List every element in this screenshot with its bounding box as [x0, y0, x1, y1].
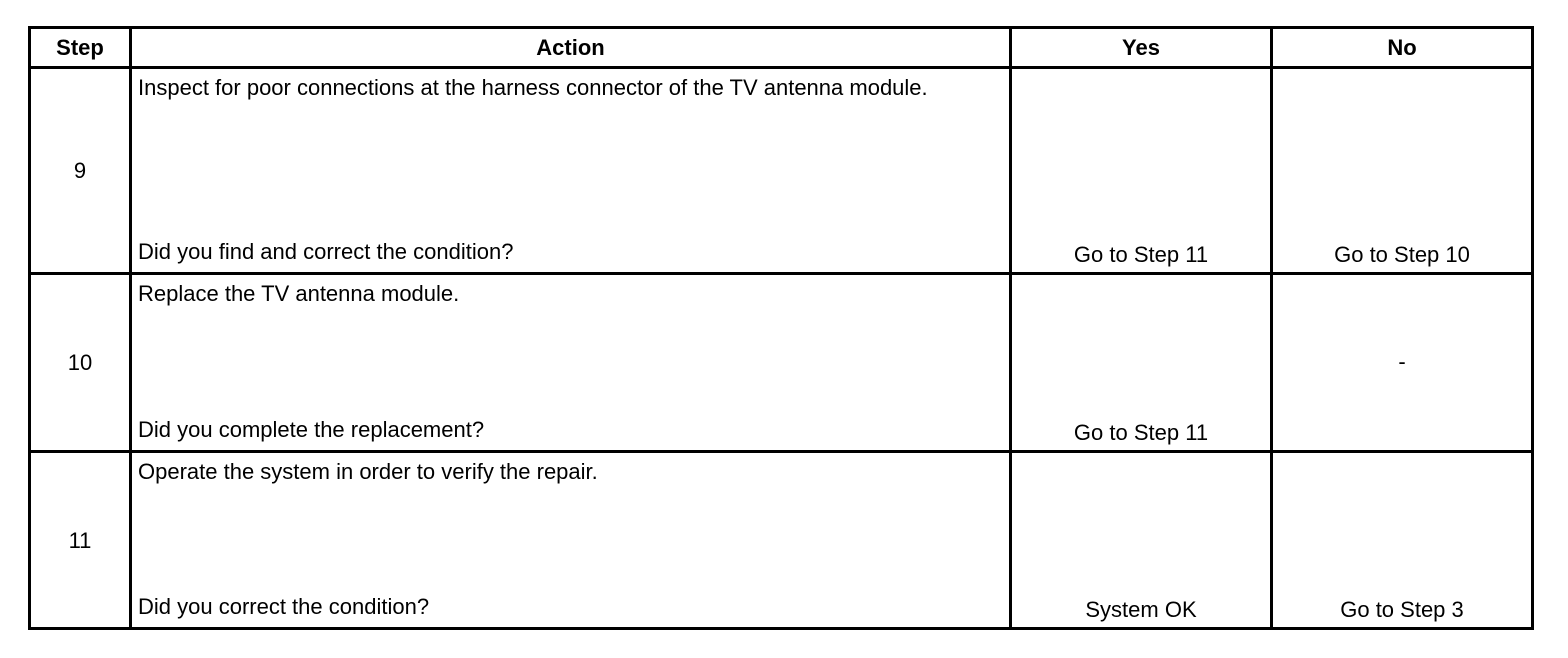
no-result: Go to Step 3	[1270, 450, 1534, 630]
action-cell: Inspect for poor connections at the harn…	[129, 66, 1012, 275]
yes-result: Go to Step 11	[1009, 272, 1273, 453]
header-yes: Yes	[1009, 26, 1273, 69]
table-row: 11 Operate the system in order to verify…	[28, 450, 1534, 630]
step-number: 10	[28, 272, 132, 453]
action-question: Did you correct the condition?	[138, 594, 430, 619]
header-action: Action	[129, 26, 1012, 69]
header-no: No	[1270, 26, 1534, 69]
action-cell: Replace the TV antenna module. Did you c…	[129, 272, 1012, 453]
action-text: Replace the TV antenna module.	[138, 281, 460, 306]
step-number: 9	[28, 66, 132, 275]
yes-result: System OK	[1009, 450, 1273, 630]
action-question: Did you complete the replacement?	[138, 417, 485, 442]
table-header-row: Step Action Yes No	[28, 26, 1534, 69]
no-result: -	[1270, 272, 1534, 453]
table-row: 9 Inspect for poor connections at the ha…	[28, 66, 1534, 275]
action-cell: Operate the system in order to verify th…	[129, 450, 1012, 630]
yes-result: Go to Step 11	[1009, 66, 1273, 275]
step-number: 11	[28, 450, 132, 630]
action-text: Inspect for poor connections at the harn…	[138, 75, 928, 100]
no-result: Go to Step 10	[1270, 66, 1534, 275]
diagnostic-table: Step Action Yes No 9 Inspect for poor co…	[28, 26, 1534, 630]
action-question: Did you find and correct the condition?	[138, 239, 514, 264]
header-step: Step	[28, 26, 132, 69]
table-row: 10 Replace the TV antenna module. Did yo…	[28, 272, 1534, 453]
action-text: Operate the system in order to verify th…	[138, 459, 598, 484]
